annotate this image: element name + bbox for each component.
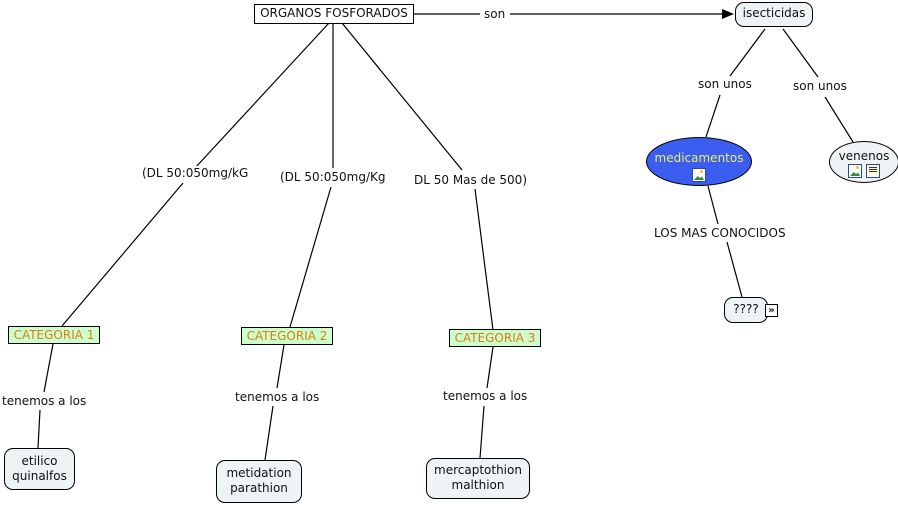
link-line <box>37 409 41 449</box>
link-line <box>824 96 854 143</box>
link-phrase-dl-3[interactable]: DL 50 Mas de 500) <box>412 173 529 188</box>
link-phrase-son-unos-2[interactable]: son unos <box>791 79 849 94</box>
concept-categoria-1[interactable]: CATEGORIA 1 <box>8 326 100 344</box>
concept-label: CATEGORIA 1 <box>13 328 95 342</box>
concept-label-line: etilico <box>21 454 58 468</box>
link-phrase-tenemos-1[interactable]: tenemos a los <box>0 394 89 409</box>
link-line <box>729 28 766 77</box>
link-line <box>782 28 819 78</box>
link-phrase-son[interactable]: son <box>482 7 508 22</box>
concept-label: isecticidas <box>742 6 806 20</box>
expand-nested-icon[interactable]: » <box>765 304 778 317</box>
link-line <box>264 405 274 461</box>
concept-label: ORGANOS FOSFORADOS <box>260 6 408 20</box>
concept-venenos[interactable]: venenos <box>829 141 898 183</box>
link-line <box>289 186 332 328</box>
concept-categoria-3[interactable]: CATEGORIA 3 <box>449 329 541 347</box>
concept-label: venenos <box>838 149 890 163</box>
concept-label-line: mercaptothion <box>434 463 522 477</box>
link-line <box>43 343 54 393</box>
concept-label-line: metidation <box>226 466 292 480</box>
concept-organos-fosforados[interactable]: ORGANOS FOSFORADOS <box>254 4 414 24</box>
concept-label: ???? <box>733 302 759 316</box>
link-phrase-los-mas-conocidos[interactable]: LOS MAS CONOCIDOS <box>652 226 788 241</box>
image-resource-icon[interactable] <box>692 168 706 182</box>
concept-label-line: quinalfos <box>12 469 67 483</box>
link-phrase-tenemos-3[interactable]: tenemos a los <box>441 389 530 404</box>
concept-isecticidas[interactable]: isecticidas <box>735 2 813 27</box>
link-line <box>705 94 721 138</box>
concept-metidation-parathion[interactable]: metidation parathion <box>216 460 302 503</box>
link-line <box>276 344 285 389</box>
document-resource-icon[interactable] <box>865 164 880 178</box>
link-line <box>707 185 719 225</box>
concept-label-line: malthion <box>451 478 505 492</box>
concept-label-line: parathion <box>230 481 288 495</box>
link-phrase-dl-1[interactable]: (DL 50:050mg/kG <box>140 166 251 181</box>
concept-mercaptothion-malthion[interactable]: mercaptothion malthion <box>426 458 530 499</box>
arrowhead <box>722 9 734 19</box>
link-line <box>341 22 463 171</box>
link-phrase-tenemos-2[interactable]: tenemos a los <box>233 390 322 405</box>
link-line <box>474 188 494 331</box>
link-line <box>726 241 743 298</box>
image-resource-icon[interactable] <box>848 164 863 178</box>
concept-categoria-2[interactable]: CATEGORIA 2 <box>241 327 333 345</box>
link-phrase-son-unos-1[interactable]: son unos <box>696 77 754 92</box>
concept-label: medicamentos <box>654 151 744 165</box>
link-line <box>486 346 494 389</box>
link-line <box>194 22 330 169</box>
link-line <box>479 405 485 459</box>
concept-etilico-quinalfos[interactable]: etilico quinalfos <box>4 448 75 490</box>
concept-label: CATEGORIA 3 <box>454 331 536 345</box>
concept-medicamentos[interactable]: medicamentos <box>646 137 752 186</box>
link-phrase-dl-2[interactable]: (DL 50:050mg/Kg <box>278 170 388 185</box>
link-line <box>61 182 184 327</box>
concept-label: CATEGORIA 2 <box>246 329 328 343</box>
concept-unknown[interactable]: ???? <box>724 297 768 323</box>
